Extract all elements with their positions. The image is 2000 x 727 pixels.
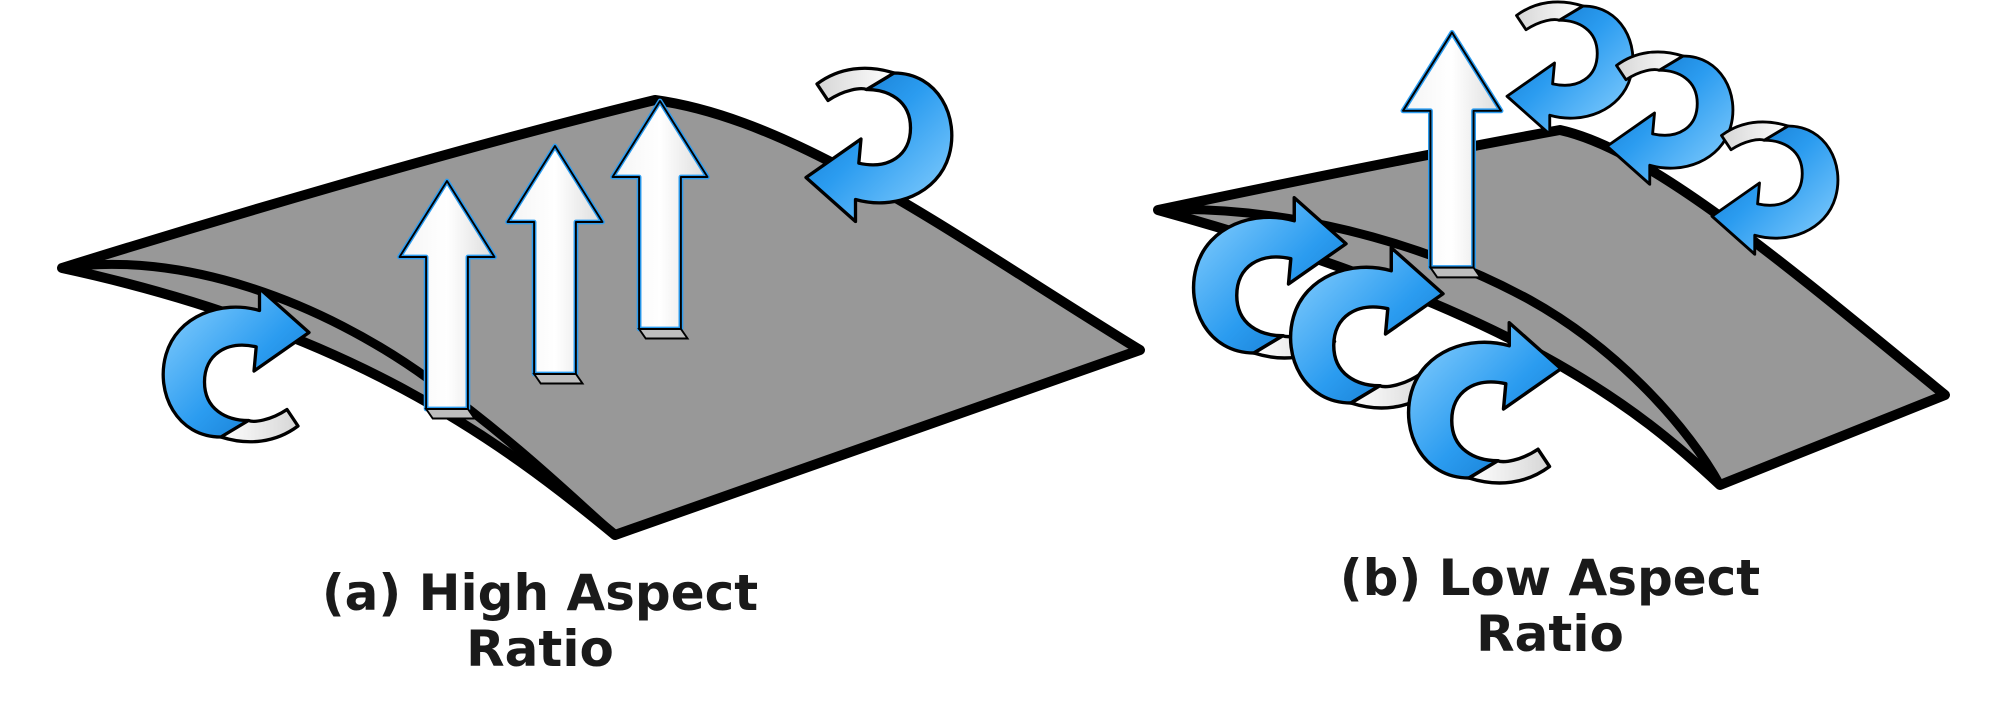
caption-low-aspect-line1: (b) Low Aspect: [1339, 549, 1761, 607]
edge-vortex-arrow-icon: [1406, 321, 1563, 485]
high-aspect-panel: [57, 66, 1145, 540]
low-aspect-panel: [1153, 0, 1950, 490]
caption-low-aspect-line2: Ratio: [1476, 605, 1624, 663]
edge-vortex-arrow-icon: [1605, 50, 1735, 186]
edge-vortex-arrow-icon: [1505, 0, 1635, 136]
edge-vortex-arrow-icon: [1710, 120, 1840, 256]
tip-vortex-arrow-icon: [161, 286, 311, 444]
caption-high-aspect-line2: Ratio: [466, 620, 614, 678]
tip-vortex-arrow-icon: [804, 66, 954, 224]
caption-low-aspect-ratio: (b) Low Aspect Ratio: [1200, 550, 1900, 662]
caption-high-aspect-line1: (a) High Aspect: [321, 564, 759, 622]
caption-high-aspect-ratio: (a) High Aspect Ratio: [190, 565, 890, 677]
high-aspect-wing: [57, 95, 1145, 540]
high-aspect-leading-edge: [57, 259, 620, 540]
